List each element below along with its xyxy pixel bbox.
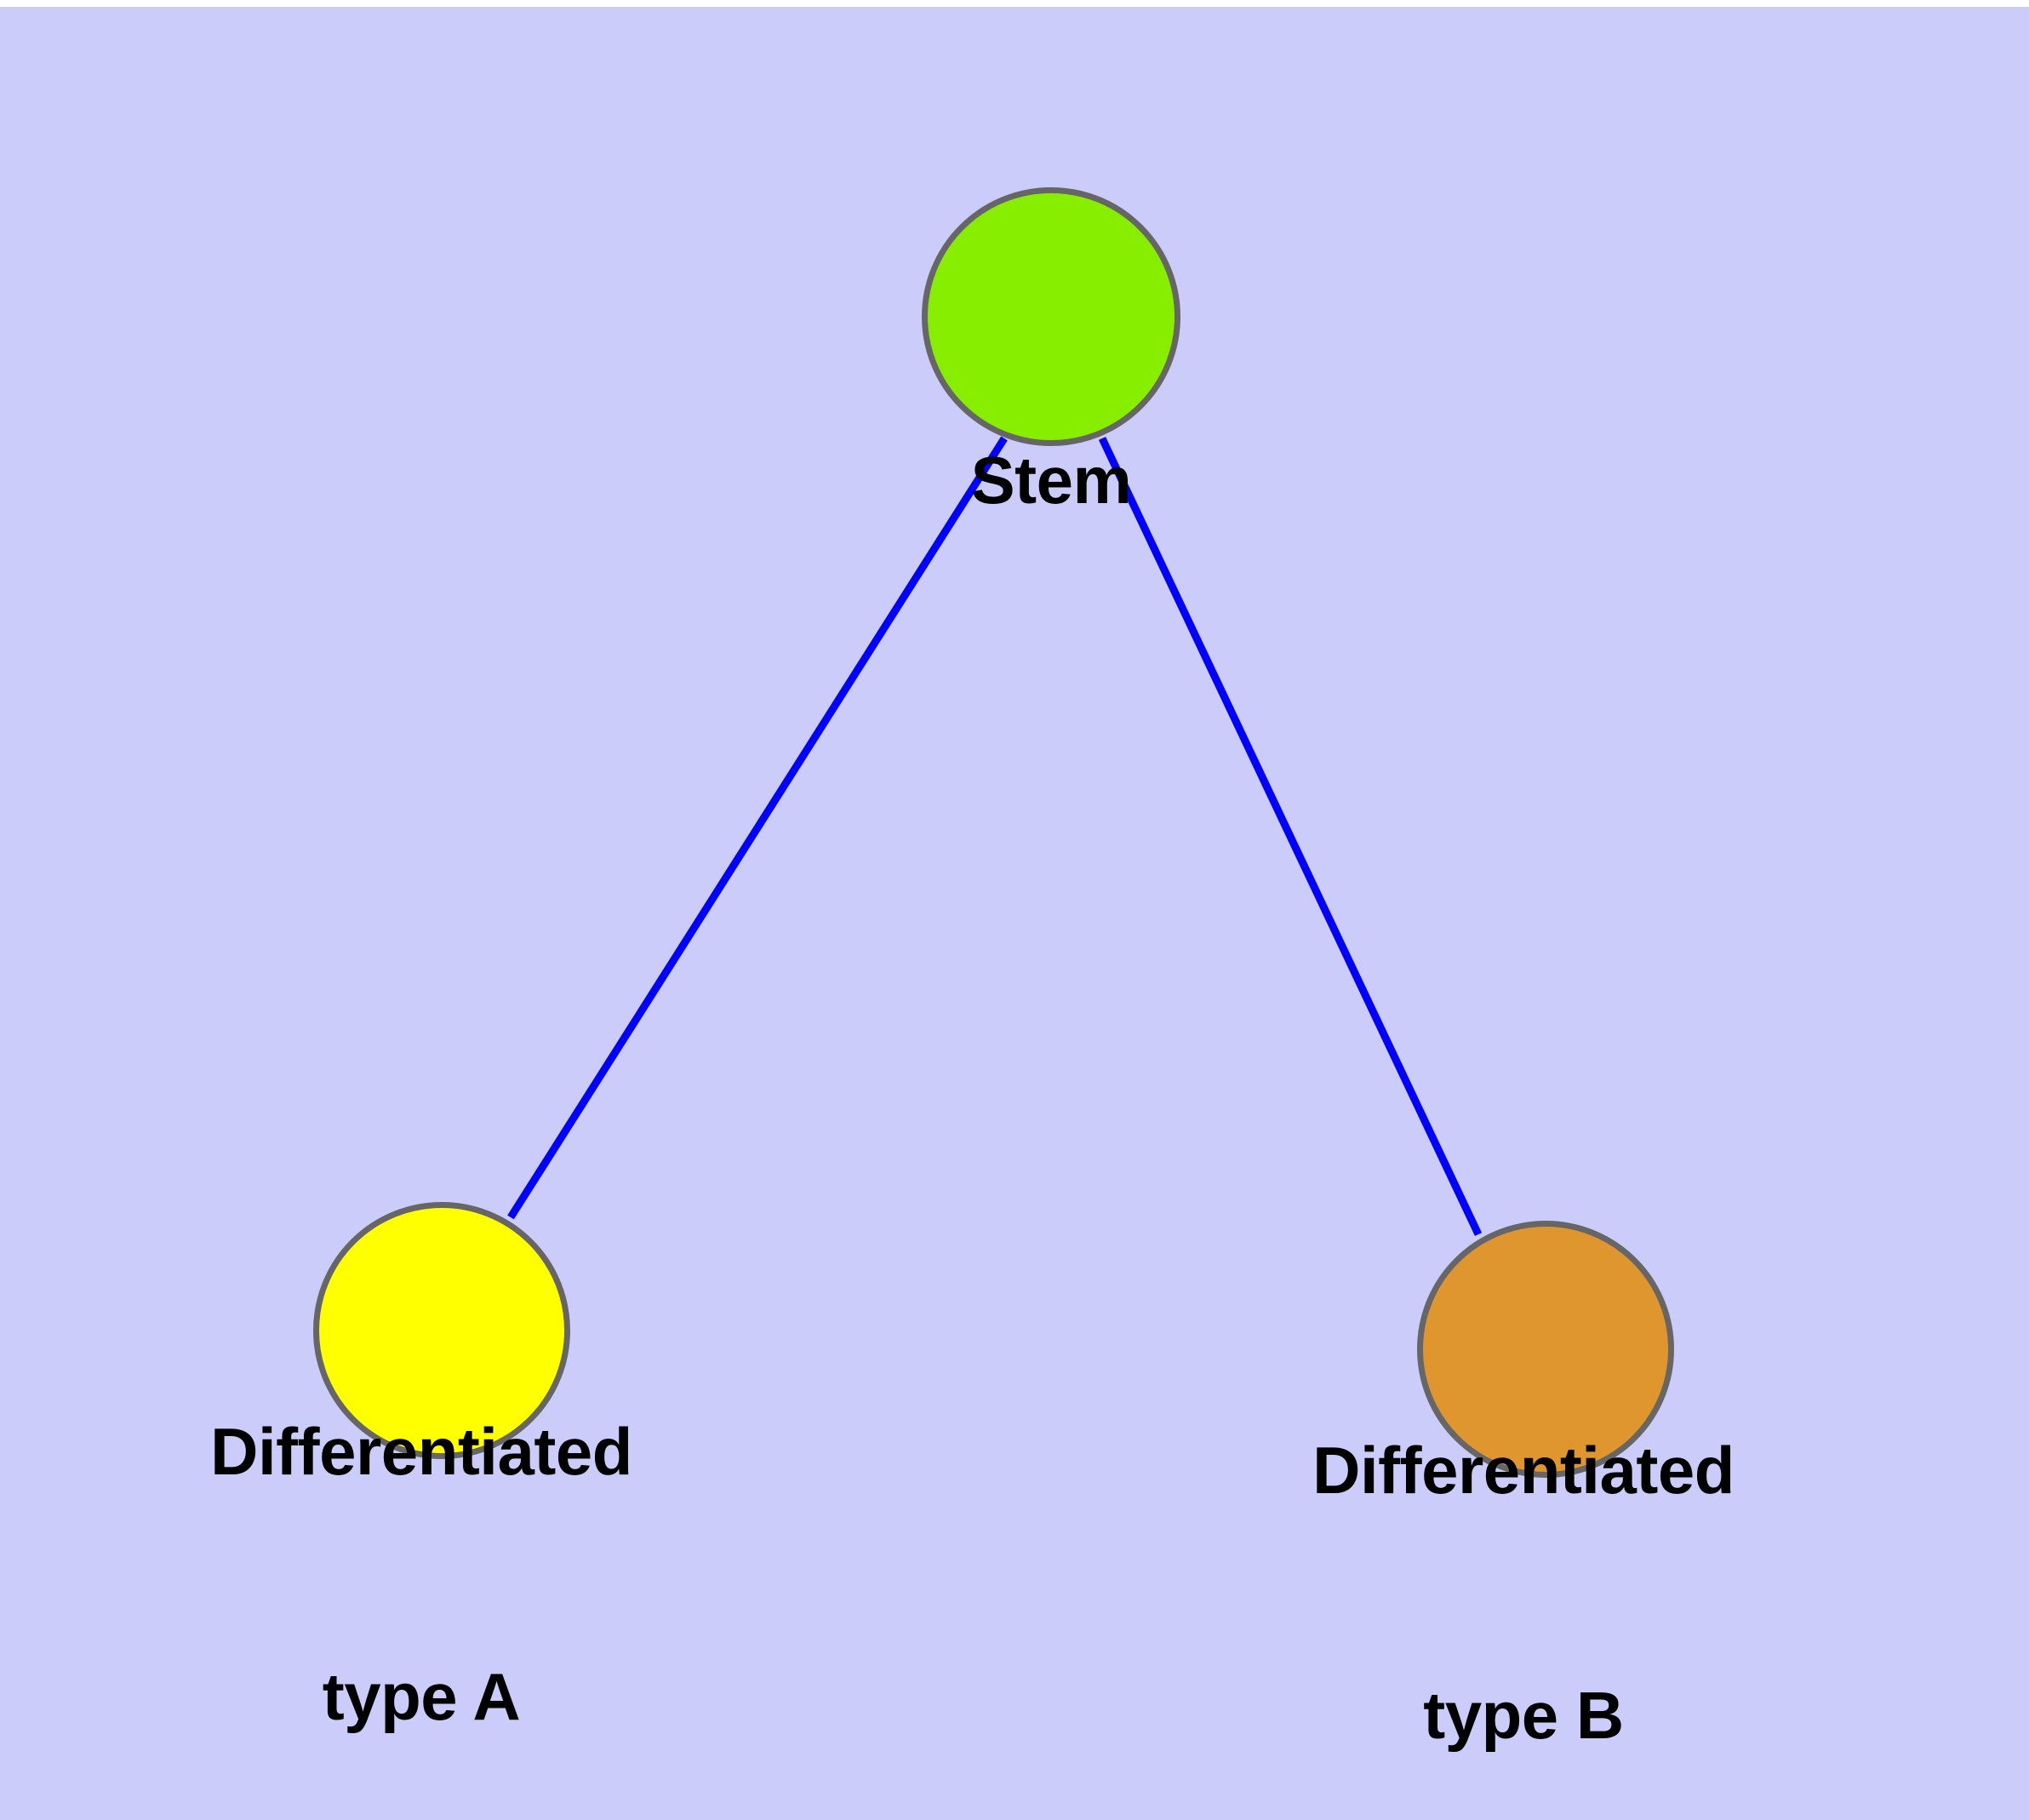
node-stem[interactable] xyxy=(922,187,1180,446)
node-differentiated-type-b[interactable] xyxy=(1417,1221,1674,1478)
node-differentiated-type-b-label-line2: type B xyxy=(1423,1678,1624,1753)
node-differentiated-type-a-label: Differentiated type A xyxy=(166,1247,677,1820)
node-differentiated-type-b-label: Differentiated type B xyxy=(1268,1266,1779,1820)
node-differentiated-type-a-label-line1: Differentiated xyxy=(210,1414,632,1489)
canvas-top-strip xyxy=(0,0,2029,7)
node-stem-label: Stem xyxy=(796,276,1306,684)
edge-stem-to-diff-a[interactable] xyxy=(507,436,1008,1220)
node-differentiated-type-a[interactable] xyxy=(313,1202,570,1459)
node-differentiated-type-b-label-line1: Differentiated xyxy=(1312,1433,1735,1508)
node-stem-label-line1: Stem xyxy=(970,443,1132,518)
edge-stem-to-diff-b[interactable] xyxy=(1098,437,1483,1236)
node-differentiated-type-a-label-line2: type A xyxy=(322,1659,521,1734)
